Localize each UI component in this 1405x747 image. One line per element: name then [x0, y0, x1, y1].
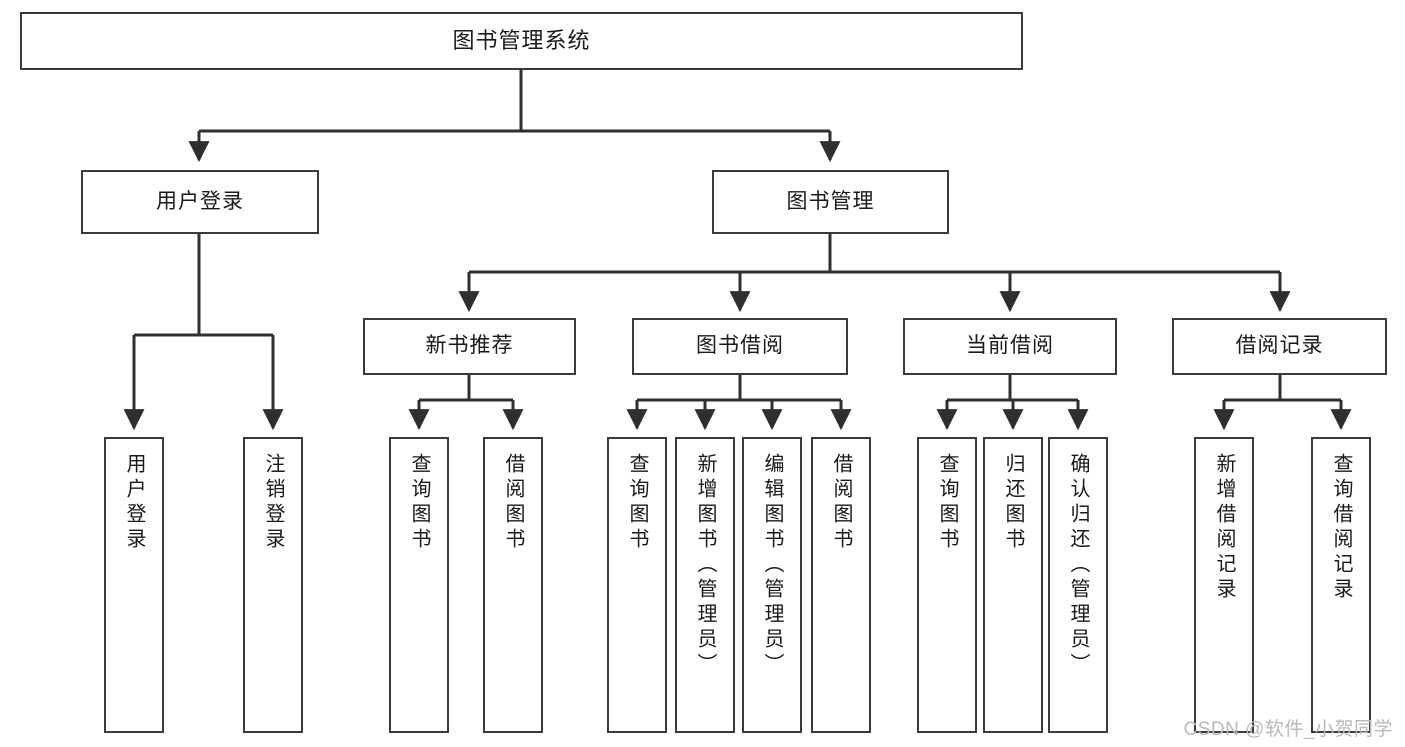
node-label: 图书借阅 — [696, 334, 784, 358]
node-borrow-record[interactable]: 借阅记录 — [1172, 318, 1387, 375]
node-leaf-add-record[interactable]: 新增借阅记录 — [1194, 437, 1254, 733]
node-leaf-confirm-return[interactable]: 确认归还（管理员） — [1048, 437, 1108, 733]
node-label: 用户登录 — [156, 189, 244, 213]
node-label: 查询图书 — [626, 453, 648, 553]
node-label: 借阅记录 — [1235, 334, 1324, 358]
node-label: 编辑图书（管理员） — [761, 453, 783, 678]
node-label: 当前借阅 — [966, 334, 1054, 358]
node-label: 新增借阅记录 — [1213, 453, 1235, 603]
node-label: 用户登录 — [123, 453, 145, 553]
node-label: 归还图书 — [1002, 453, 1024, 553]
node-label: 图书管理系统 — [452, 28, 591, 54]
node-leaf-query-book-3[interactable]: 查询图书 — [917, 437, 977, 733]
node-label: 图书管理 — [786, 189, 875, 213]
node-book-borrow[interactable]: 图书借阅 — [632, 318, 848, 375]
node-leaf-borrow-book-2[interactable]: 借阅图书 — [811, 437, 871, 733]
node-label: 借阅图书 — [830, 453, 852, 553]
node-book-manage[interactable]: 图书管理 — [712, 170, 949, 234]
node-leaf-logout[interactable]: 注销登录 — [243, 437, 303, 733]
node-leaf-query-book-2[interactable]: 查询图书 — [607, 437, 667, 733]
node-user-login[interactable]: 用户登录 — [81, 170, 319, 234]
node-label: 新书推荐 — [425, 334, 514, 358]
node-root-system[interactable]: 图书管理系统 — [20, 12, 1023, 70]
node-leaf-query-record[interactable]: 查询借阅记录 — [1311, 437, 1371, 733]
node-label: 借阅图书 — [502, 453, 524, 553]
node-label: 确认归还（管理员） — [1067, 453, 1089, 678]
node-new-book-recommend[interactable]: 新书推荐 — [363, 318, 576, 375]
watermark-text: CSDN @软件_小贺同学 — [1183, 719, 1393, 740]
node-leaf-query-book-1[interactable]: 查询图书 — [389, 437, 449, 733]
node-leaf-return-book[interactable]: 归还图书 — [983, 437, 1043, 733]
node-label: 查询图书 — [936, 453, 958, 553]
node-current-borrow[interactable]: 当前借阅 — [903, 318, 1117, 375]
node-leaf-user-login[interactable]: 用户登录 — [104, 437, 164, 733]
node-label: 查询借阅记录 — [1330, 453, 1352, 603]
node-label: 注销登录 — [262, 453, 284, 553]
node-leaf-edit-book[interactable]: 编辑图书（管理员） — [742, 437, 802, 733]
node-label: 查询图书 — [408, 453, 430, 553]
node-label: 新增图书（管理员） — [694, 453, 716, 678]
node-leaf-borrow-book-1[interactable]: 借阅图书 — [483, 437, 543, 733]
node-leaf-add-book[interactable]: 新增图书（管理员） — [675, 437, 735, 733]
